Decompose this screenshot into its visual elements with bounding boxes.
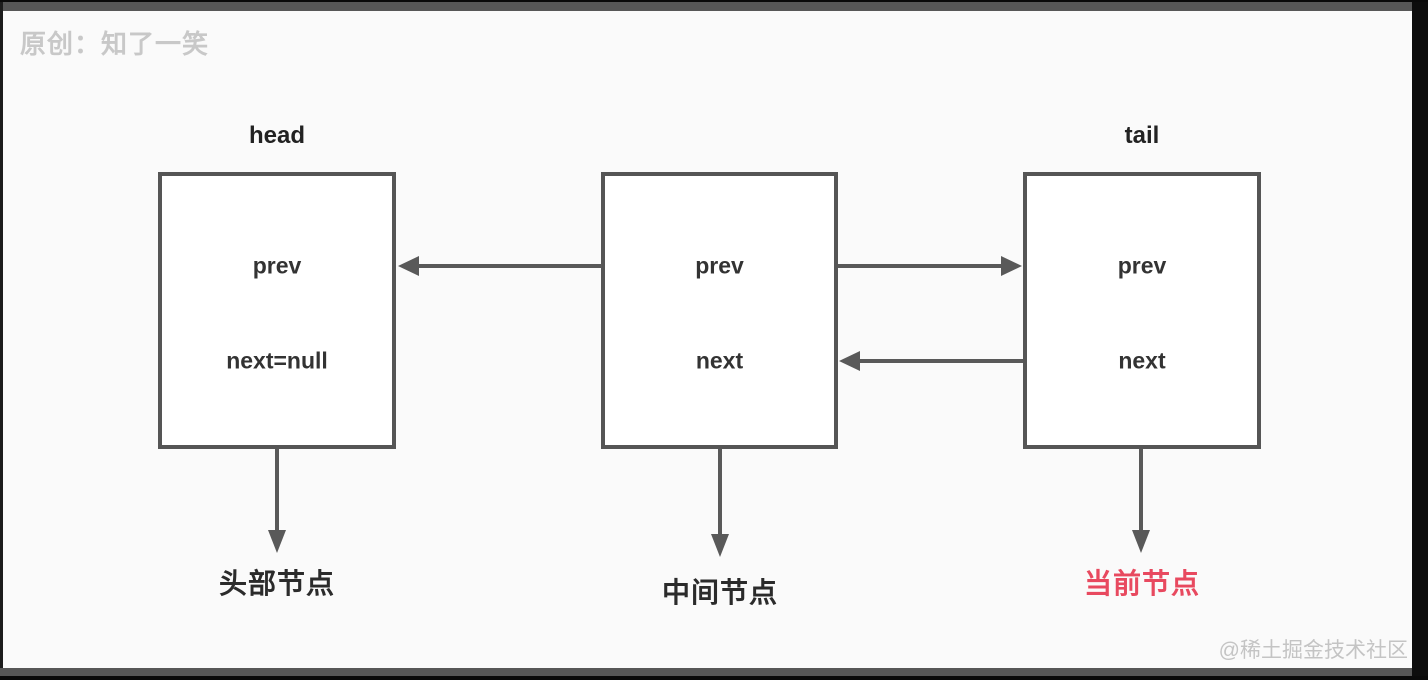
middle-node-box: prev next [601, 172, 838, 449]
arrowhead-middle-to-tail-icon [1001, 256, 1022, 276]
arrow-line-tail-down [1139, 449, 1143, 530]
arrowhead-middle-down-icon [711, 534, 729, 557]
tail-prev-field: prev [1117, 252, 1167, 279]
tail-caption: 当前节点 [1083, 568, 1200, 599]
frame-bottom-gray-border [0, 668, 1412, 676]
arrowhead-tail-down-icon [1132, 530, 1150, 553]
tail-node-title: tail [1124, 122, 1160, 149]
frame-top-gray-border [0, 2, 1424, 11]
arrowhead-tail-to-middle-icon [839, 351, 860, 371]
head-node-title: head [248, 122, 305, 149]
frame-top-border [0, 0, 1428, 2]
tail-next-field: next [1118, 347, 1166, 374]
frame-left-border [0, 2, 3, 678]
middle-next-field: next [695, 347, 744, 374]
frame-bottom-border [0, 676, 1428, 680]
middle-prev-field: prev [695, 252, 744, 279]
arrowhead-middle-to-head-icon [398, 256, 419, 276]
head-prev-field: prev [252, 252, 302, 279]
head-node-box: prev next=null [158, 172, 396, 449]
watermark-community: @稀土掘金技术社区 [1218, 639, 1408, 662]
arrowhead-head-down-icon [268, 530, 286, 553]
arrow-line-tail-to-middle [859, 359, 1023, 363]
arrow-line-head-down [275, 449, 279, 530]
head-next-field: next=null [226, 347, 328, 374]
arrow-line-middle-to-head [418, 264, 602, 268]
head-caption: 头部节点 [218, 568, 335, 599]
watermark-author: 原创：知了一笑 [20, 29, 210, 59]
frame-right-border [1412, 2, 1428, 680]
tail-node-box: prev next [1023, 172, 1261, 449]
middle-caption: 中间节点 [661, 577, 778, 608]
arrow-line-middle-to-tail [838, 264, 1002, 268]
arrow-line-middle-down [718, 449, 722, 534]
